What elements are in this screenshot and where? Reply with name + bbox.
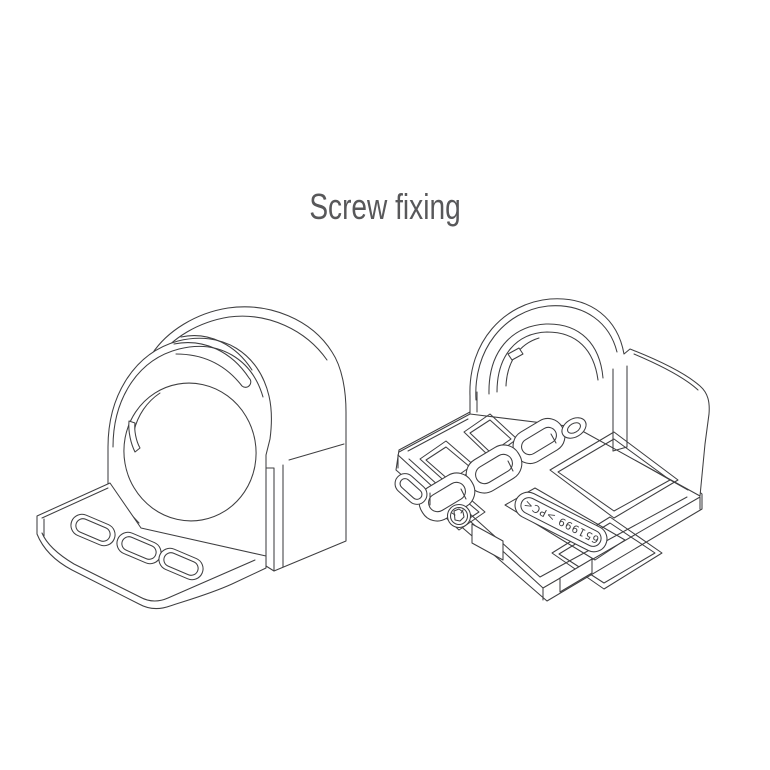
rib-panel xyxy=(549,431,679,519)
clamp-ring-face xyxy=(107,335,272,567)
front-isometric-view xyxy=(36,306,347,609)
mounting-slot xyxy=(158,547,204,581)
mounting-base xyxy=(36,482,275,609)
clamp-arch xyxy=(469,298,710,497)
slot-boss-chain xyxy=(418,417,587,522)
mounting-slot xyxy=(70,513,116,547)
page-title: Screw fixing xyxy=(309,186,461,227)
base-feet xyxy=(394,473,593,593)
bore-hole xyxy=(123,382,257,522)
screw-head xyxy=(446,503,472,529)
bottom-isometric-view: 651999 >PC< xyxy=(394,298,710,602)
clamp-slot xyxy=(173,335,253,388)
mounting-column xyxy=(612,365,628,452)
